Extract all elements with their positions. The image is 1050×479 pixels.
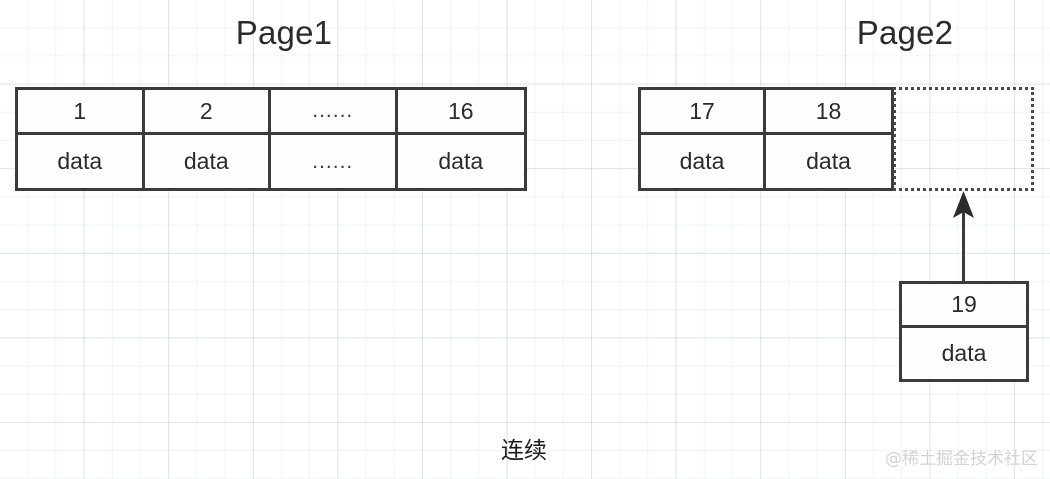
slot-key: 16	[397, 90, 524, 135]
insert-arrow	[930, 186, 998, 286]
new-record-box: 19 data	[899, 281, 1029, 382]
page1-slot-16: 16 data	[397, 90, 524, 188]
page2-free-space	[893, 87, 1034, 191]
slot-key: 18	[766, 90, 891, 135]
slot-value: data	[806, 148, 851, 174]
diagram-caption: 连续	[501, 438, 547, 464]
new-record-value: data	[941, 340, 987, 366]
page2-slot-18: 18 data	[766, 90, 891, 188]
slot-value: data	[679, 148, 725, 174]
slot-value-ellipsis: ......	[312, 149, 354, 173]
page2-slot-table: 17 data 18 data	[638, 87, 894, 191]
watermark: @稀土掘金技术社区	[885, 449, 1038, 469]
slot-key: 2	[144, 90, 268, 135]
page2-title: Page2	[856, 14, 954, 51]
page1-slot-table: 1 data 2 data ...... ...... 16 data	[15, 87, 527, 191]
page2-slot-17: 17 data	[641, 90, 766, 188]
slot-key: 17	[641, 90, 763, 135]
slot-value: data	[183, 148, 229, 174]
slot-key-ellipsis: ......	[271, 90, 395, 135]
slot-key: 1	[18, 90, 142, 135]
new-record-key: 19	[902, 284, 1026, 328]
page1-title: Page1	[235, 14, 333, 51]
slot-value: data	[438, 148, 484, 174]
slot-value: data	[57, 148, 103, 174]
page1-slot-1: 1 data	[18, 90, 145, 188]
page1-slot-ellipsis: ...... ......	[271, 90, 398, 188]
page1-slot-2: 2 data	[144, 90, 271, 188]
new-record-column: 19 data	[902, 284, 1026, 379]
